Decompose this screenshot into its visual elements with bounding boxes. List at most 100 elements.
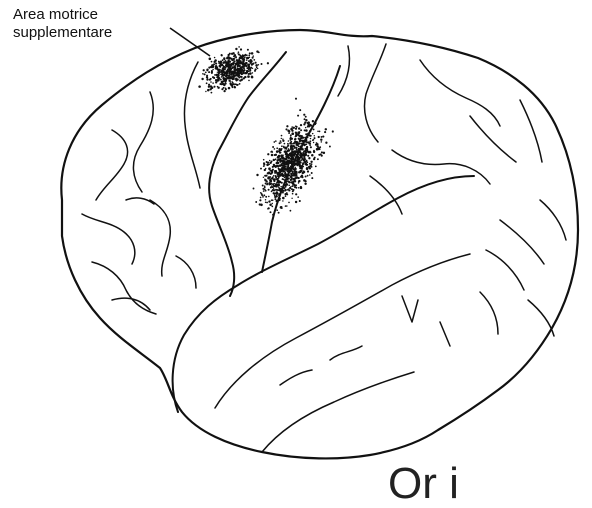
stipple-dot bbox=[276, 165, 278, 167]
stipple-dot bbox=[300, 124, 302, 126]
stipple-dot bbox=[296, 154, 298, 156]
stipple-dot bbox=[212, 76, 214, 78]
stipple-dot bbox=[277, 189, 279, 191]
stipple-dot bbox=[265, 183, 267, 185]
stipple-dot bbox=[210, 66, 211, 67]
stipple-dot bbox=[249, 70, 251, 72]
stipple-dot bbox=[241, 79, 243, 81]
stipple-dot bbox=[202, 73, 204, 75]
stipple-dot bbox=[239, 58, 240, 59]
stipple-dot bbox=[223, 90, 225, 92]
stipple-dot bbox=[296, 144, 299, 147]
stipple-dot bbox=[220, 61, 222, 63]
stipple-dot bbox=[217, 71, 218, 72]
stipple-dot bbox=[198, 85, 201, 88]
stipple-dot bbox=[289, 159, 291, 161]
stipple-dot bbox=[282, 168, 284, 170]
stipple-dot bbox=[298, 151, 300, 153]
stipple-dot bbox=[255, 64, 258, 67]
stipple-dot bbox=[294, 179, 296, 181]
stipple-dot bbox=[291, 150, 293, 152]
stipple-dot bbox=[299, 180, 301, 182]
stipple-dot bbox=[284, 184, 286, 186]
stipple-dot bbox=[283, 164, 285, 166]
stipple-dot bbox=[281, 182, 283, 184]
stipple-dot bbox=[237, 84, 239, 86]
stipple-dot bbox=[318, 136, 320, 138]
stipple-dot bbox=[300, 159, 302, 161]
stipple-dot bbox=[232, 77, 234, 79]
stipple-dot bbox=[268, 200, 270, 202]
stipple-dot bbox=[230, 58, 232, 60]
stipple-dot bbox=[296, 148, 298, 150]
stipple-dot bbox=[296, 159, 298, 161]
stipple-dot bbox=[255, 62, 257, 64]
stipple-dot bbox=[276, 150, 279, 153]
stipple-dot bbox=[297, 131, 300, 134]
stipple-dot bbox=[272, 199, 274, 201]
stipple-dot bbox=[307, 175, 309, 177]
stipple-dot bbox=[275, 184, 277, 186]
stipple-dot bbox=[252, 62, 254, 64]
stipple-dot bbox=[280, 206, 282, 208]
stipple-dot bbox=[234, 65, 236, 67]
stipple-dot bbox=[209, 58, 212, 61]
stipple-dot bbox=[289, 175, 291, 177]
stipple-dot bbox=[228, 74, 230, 76]
stipple-dot bbox=[302, 162, 304, 164]
stipple-dot bbox=[291, 198, 292, 199]
stipple-dot bbox=[269, 178, 271, 180]
stipple-dot bbox=[292, 166, 294, 168]
stipple-dot bbox=[282, 161, 284, 163]
stipple-dot bbox=[275, 170, 277, 172]
stipple-dot bbox=[218, 61, 220, 63]
stipple-dot bbox=[316, 145, 317, 146]
stipple-dot bbox=[248, 60, 250, 62]
stipple-dot bbox=[222, 80, 224, 82]
stipple-dot bbox=[248, 80, 250, 82]
stipple-dot bbox=[269, 203, 272, 206]
stipple-dot bbox=[220, 73, 222, 75]
stipple-dot bbox=[280, 159, 282, 161]
stipple-dot bbox=[316, 148, 319, 151]
stipple-dot bbox=[288, 177, 290, 179]
stipple-dot bbox=[238, 46, 240, 48]
stipple-dot bbox=[290, 210, 292, 212]
stipple-dot bbox=[212, 65, 215, 68]
stipple-dot bbox=[273, 193, 275, 195]
stipple-dot bbox=[275, 158, 277, 160]
stipple-dot bbox=[314, 135, 315, 136]
stipple-dot bbox=[266, 164, 269, 167]
stipple-dot bbox=[321, 141, 323, 143]
stipple-dot bbox=[239, 83, 241, 85]
stipple-dot bbox=[237, 53, 238, 54]
stipple-dot bbox=[275, 140, 277, 142]
stipple-dot bbox=[247, 49, 249, 51]
stipple-dot bbox=[219, 66, 221, 68]
stipple-dot bbox=[265, 175, 267, 177]
stipple-dot bbox=[285, 158, 288, 161]
stipple-dot bbox=[290, 136, 292, 138]
stipple-dot bbox=[299, 161, 301, 163]
stipple-dot bbox=[319, 146, 321, 148]
stipple-dot bbox=[267, 153, 269, 155]
stipple-dot bbox=[232, 52, 234, 54]
stipple-dot bbox=[295, 184, 297, 186]
stipple-dot bbox=[204, 73, 206, 75]
stipple-dot bbox=[203, 69, 205, 71]
stipple-dot bbox=[222, 74, 225, 77]
stipple-dot bbox=[288, 184, 290, 186]
stipple-dot bbox=[313, 158, 315, 160]
stipple-dot bbox=[216, 67, 218, 69]
stipple-dot bbox=[279, 168, 281, 170]
stipple-dot bbox=[282, 192, 284, 194]
stipple-dot bbox=[278, 186, 280, 188]
stipple-dot bbox=[284, 189, 286, 191]
stipple-dot bbox=[295, 187, 297, 189]
stipple-dot bbox=[276, 147, 278, 149]
stipple-dot bbox=[296, 151, 298, 153]
stipple-dot bbox=[298, 187, 300, 189]
stipple-dot bbox=[281, 135, 283, 137]
stipple-dot bbox=[213, 63, 215, 65]
stipple-dot bbox=[234, 61, 235, 62]
